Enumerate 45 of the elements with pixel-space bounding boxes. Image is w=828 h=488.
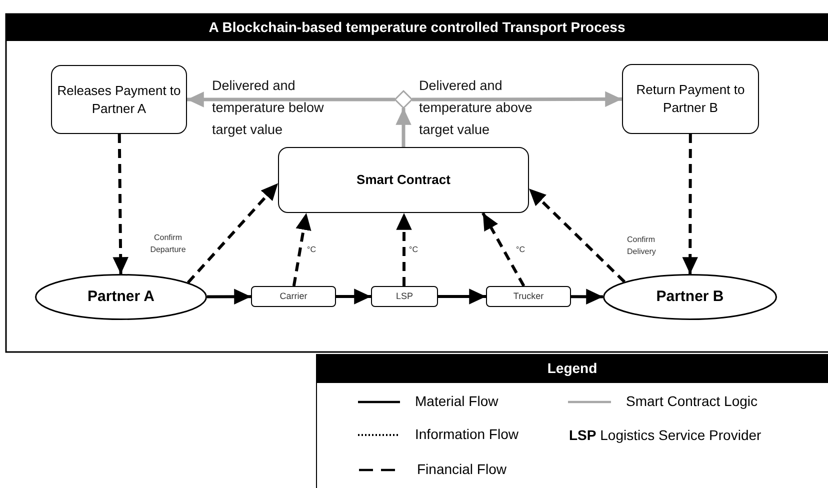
dashed-arrow [482, 212, 526, 287]
node-text: Return Payment to Partner B [635, 81, 746, 117]
node-text: Trucker [513, 290, 544, 303]
arrow [396, 108, 412, 147]
abbreviation-note: LSP Logistics Service Provider [569, 426, 762, 444]
node-text: Releases Payment to Partner A [56, 82, 182, 118]
edge-label: Confirm Delivery [627, 234, 657, 257]
smart-contract-box [278, 147, 529, 213]
arrow [187, 92, 395, 108]
node-text: Smart Contract [356, 171, 450, 189]
dashed-arrow [528, 188, 626, 283]
transport-box [371, 286, 438, 307]
partner-ellipse [35, 274, 207, 320]
edge-label: Delivered and temperature above target value [419, 77, 534, 139]
node-text: Carrier [280, 290, 308, 303]
diagram-title: A Blockchain-based temperature controlled Transport Process [6, 14, 828, 41]
transport-box [251, 286, 336, 307]
legend-title: Legend [316, 354, 828, 383]
payment-box [51, 65, 187, 134]
dashed-arrow [396, 213, 412, 286]
arrow [412, 91, 622, 108]
dashed-arrow [682, 134, 698, 274]
edge-label: °C [409, 244, 419, 255]
arrow [206, 288, 251, 305]
decision-diamond [395, 91, 412, 108]
dashed-arrow [292, 212, 312, 286]
arrow [571, 288, 604, 305]
partner-ellipse [603, 274, 777, 320]
edge-label: °C [307, 244, 317, 255]
edge-label: Delivered and temperature below target value [212, 77, 325, 139]
dashed-arrow [186, 182, 280, 284]
arrow [336, 288, 371, 304]
node-text: LSP [396, 290, 413, 303]
legend-text: Financial Flow [417, 460, 506, 478]
arrow [438, 288, 486, 304]
legend-text: Smart Contract Logic [626, 392, 758, 410]
edge-label: Confirm Departure [149, 232, 187, 255]
payment-box [622, 64, 759, 134]
edge-label: °C [516, 244, 526, 255]
legend-text: Material Flow [415, 392, 498, 410]
node-text: Partner A [88, 286, 154, 307]
legend-text: Information Flow [415, 425, 518, 443]
transport-box [486, 286, 571, 307]
dashed-arrow [112, 134, 128, 274]
node-text: Partner B [656, 286, 724, 307]
